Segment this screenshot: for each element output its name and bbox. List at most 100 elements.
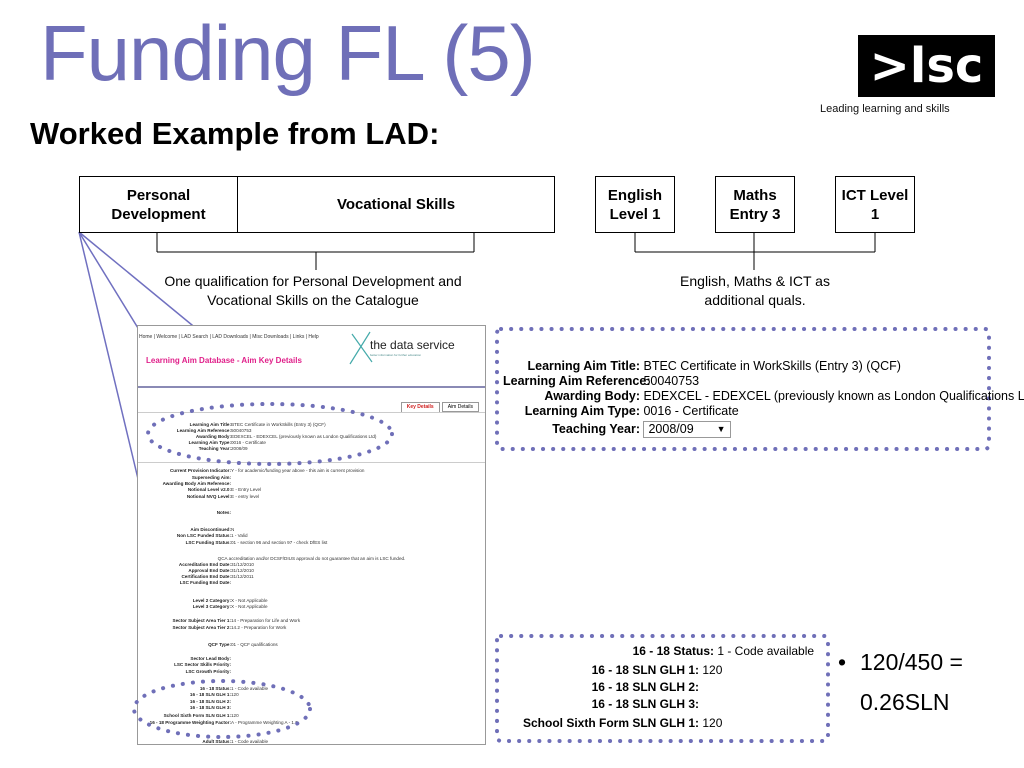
caption-single-qualification: One qualification for Personal Developme…	[164, 273, 462, 308]
zoom-value: BTEC Certificate in WorkSkills (Entry 3)…	[643, 359, 901, 373]
lad-row-label: Teaching Year:	[198, 446, 231, 451]
tab-aim-details[interactable]: Aim Details	[441, 402, 479, 412]
zoom-label: Learning Aim Title:	[527, 359, 640, 373]
zoom-value: 120	[702, 716, 723, 730]
zoom-row-title: Learning Aim Title: BTEC Certificate in …	[503, 359, 981, 374]
lad-row: Sector Lead Body:	[138, 656, 485, 662]
lad-row-label: Sector Lead Body:	[190, 656, 231, 661]
lad-row-value: 14 - Preparation for Life and Work	[231, 618, 301, 623]
lad-row-value: N	[231, 527, 235, 532]
zoom-row-awarding-body: Awarding Body: EDEXCEL - EDEXCEL (previo…	[503, 389, 1024, 404]
zoom-label: Teaching Year:	[552, 422, 640, 436]
lad-row: Teaching Year:2008/09	[138, 446, 485, 452]
lad-row: Aim Discontinued:N	[138, 527, 485, 533]
lad-row-value: 01 - section 96 and section 97 - check D…	[231, 540, 328, 545]
lad-row-value: BTEC Certificate in WorkSkills (Entry 3)…	[231, 422, 326, 427]
lad-row-label: School Sixth Form SLN GLH 1:	[163, 713, 231, 718]
lad-row: 16 - 18 SLN GLH 3:	[138, 705, 485, 711]
vocational-skills-box: Vocational Skills	[237, 176, 555, 233]
lad-row-label: Aim Discontinued:	[190, 527, 231, 532]
lad-screenshot: Home | Welcome | LAD Search | LAD Downlo…	[137, 325, 486, 745]
lad-row-label: Awarding Body Aim Reference:	[162, 481, 231, 486]
lad-row: Sector Subject Area Tier 2:14.2 - Prepar…	[138, 625, 485, 631]
lad-row-value: 31/12/2010	[231, 568, 254, 573]
lad-row: School Sixth Form SLN GLH 1:120	[138, 713, 485, 719]
dropdown-arrow-icon: ▼	[716, 424, 726, 434]
zoom-label: 16 - 18 SLN GLH 1:	[591, 663, 699, 677]
lad-row: LSC Funding End Date:	[138, 580, 485, 586]
personal-development-box: Personal Development	[79, 176, 238, 233]
zoom-value: 120	[702, 663, 723, 677]
lad-row-value: 50040753	[231, 428, 252, 433]
lad-row: Current Provision Indicator:Y - for acad…	[138, 468, 485, 474]
zoom-row-sixth-form: School Sixth Form SLN GLH 1: 120	[503, 716, 821, 730]
zoom-label: School Sixth Form SLN GLH 1:	[522, 716, 699, 730]
slide-subtitle: Worked Example from LAD:	[30, 116, 440, 151]
lad-row-value: E - entry level	[231, 494, 260, 499]
lad-row-value: 0016 - Certificate	[231, 440, 266, 445]
lad-row-label: Notes:	[216, 510, 231, 515]
lad-row-label: Accreditation End Date:	[178, 562, 231, 567]
zoom-label: 16 - 18 SLN GLH 3:	[591, 697, 699, 711]
lad-row-label: 16 - 18 SLN GLH 1:	[189, 692, 231, 697]
bullet-item: 0.26SLN	[838, 682, 963, 722]
lad-nav-links[interactable]: Home | Welcome | LAD Search | LAD Downlo…	[139, 334, 319, 340]
maths-entry-3-box: Maths Entry 3	[715, 176, 795, 233]
bullet-text: 0.26SLN	[860, 689, 950, 715]
lad-row-value: A - Programme Weighting A - 1.0	[231, 720, 298, 725]
zoom-label: 16 - 18 SLN GLH 2:	[591, 680, 699, 694]
zoom-label: Learning Aim Type:	[524, 404, 640, 418]
lad-row-value: 14.2 - Preparation for Work	[231, 625, 287, 630]
lad-tab-divider	[138, 412, 485, 413]
lad-row: 16 - 18 Programme Weighting Factor:A - P…	[138, 720, 485, 726]
lad-row-value: X - Not Applicable	[231, 604, 268, 609]
lad-row-value: 31/12/2011	[231, 574, 254, 579]
lad-row-value: X - Not Applicable	[231, 598, 268, 603]
lad-row-label: Current Provision Indicator:	[169, 468, 231, 473]
lad-row: Superseding Aim:	[138, 475, 485, 481]
zoom-row-reference: Learning Aim Reference: 50040753	[503, 374, 981, 389]
lad-row-value: 120	[231, 692, 239, 697]
zoom-key-details: Learning Aim Title: BTEC Certificate in …	[503, 337, 1024, 440]
lad-row-label: 16 - 18 SLN GLH 3:	[189, 705, 231, 710]
lad-row: Level 2 Category:X - Not Applicable	[138, 598, 485, 604]
slide-title: Funding FL (5)	[40, 9, 536, 97]
lad-row: Notional Level v2.0:E - Entry Level	[138, 487, 485, 493]
lad-row: LSC Growth Priority:	[138, 669, 485, 675]
lad-row-value: EDEXCEL - EDEXCEL (previously known as L…	[231, 434, 377, 439]
lad-row-label: 16 - 18 Programme Weighting Factor:	[149, 720, 231, 725]
lsc-logo: >lsc	[858, 35, 995, 97]
lad-row-label: Level 2 Category:	[192, 598, 231, 603]
lad-row: Non LSC Funded Status:1 - Valid	[138, 533, 485, 539]
zoom-value: 1 - Code available	[717, 644, 815, 658]
lad-row: Notes:	[138, 510, 485, 516]
lad-row-value: 31/12/2010	[231, 562, 254, 567]
teaching-year-select[interactable]: 2008/09 ▼	[643, 421, 732, 438]
teaching-year-value: 2008/09	[648, 422, 694, 436]
tab-key-details[interactable]: Key Details	[400, 402, 440, 412]
zoom-row-sln-glh-1: 16 - 18 SLN GLH 1: 120	[503, 663, 821, 677]
calculation-bullets: •120/450 = 0.26SLN	[838, 642, 963, 722]
lad-row-value: 1 - Code available	[231, 739, 269, 744]
lad-section-divider	[138, 462, 485, 463]
lad-row: LSC Funding Status:01 - section 96 and s…	[138, 540, 485, 546]
lad-row-label: Sector Subject Area Tier 2:	[172, 625, 231, 630]
lad-page-heading: Learning Aim Database - Aim Key Details	[146, 356, 302, 365]
lad-row: Certification End Date:31/12/2011	[138, 574, 485, 580]
zoom-funding-details: 16 - 18 Status: 1 - Code available 16 - …	[503, 643, 821, 735]
lad-row-label: Certification End Date:	[181, 574, 231, 579]
lad-row: LSC Sector Skills Priority:	[138, 662, 485, 668]
zoom-value: 0016 - Certificate	[643, 404, 739, 418]
zoom-value: EDEXCEL - EDEXCEL (previously known as L…	[643, 389, 1024, 403]
lad-row: Approval End Date:31/12/2010	[138, 568, 485, 574]
lad-row: Notional NVQ Level:E - entry level	[138, 494, 485, 500]
zoom-row-aim-type: Learning Aim Type: 0016 - Certificate	[503, 404, 981, 419]
lad-row-label: Notional NVQ Level:	[186, 494, 231, 499]
lad-row-label: Adult Status:	[202, 739, 231, 744]
zoom-row-teaching-year: Teaching Year: 2008/09 ▼	[503, 421, 981, 438]
lad-row-label: Level 3 Category:	[192, 604, 231, 609]
bullet-item: •120/450 =	[838, 642, 963, 682]
lad-row-label: Approval End Date:	[188, 568, 231, 573]
lad-row: Level 3 Category:X - Not Applicable	[138, 604, 485, 610]
lad-row-value: 1 - Valid	[231, 533, 248, 538]
